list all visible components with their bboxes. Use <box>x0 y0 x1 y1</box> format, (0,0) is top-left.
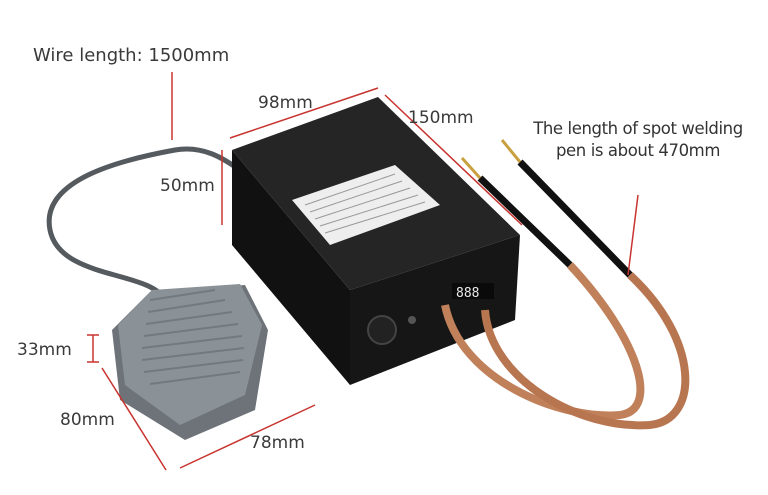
box-length-label: 150mm <box>408 108 474 128</box>
wire-length-label: Wire length: 1500mm <box>33 45 230 66</box>
copper-cable-right <box>481 272 690 430</box>
display-readout: 888 <box>456 286 479 301</box>
box-depth-label: 98mm <box>258 93 313 113</box>
foot-pedal <box>112 284 268 440</box>
welding-pens <box>441 139 690 430</box>
spot-welder-box: 888 <box>232 97 520 385</box>
pedal-height-label: 33mm <box>17 340 72 360</box>
dimension-lines <box>87 72 639 471</box>
pen-length-note: The length of spot welding pen is about … <box>512 118 764 162</box>
box-height-label: 50mm <box>160 176 215 196</box>
pen-length-line2: pen is about 470mm <box>555 141 721 160</box>
pedal-cable <box>46 146 242 302</box>
power-knob[interactable] <box>367 315 397 345</box>
copper-cable-left <box>441 262 645 420</box>
pedal-width-label: 78mm <box>250 433 305 453</box>
instruction-label <box>292 165 440 245</box>
pen-length-line1: The length of spot welding <box>533 119 743 138</box>
pedal-length-label: 80mm <box>60 410 115 430</box>
